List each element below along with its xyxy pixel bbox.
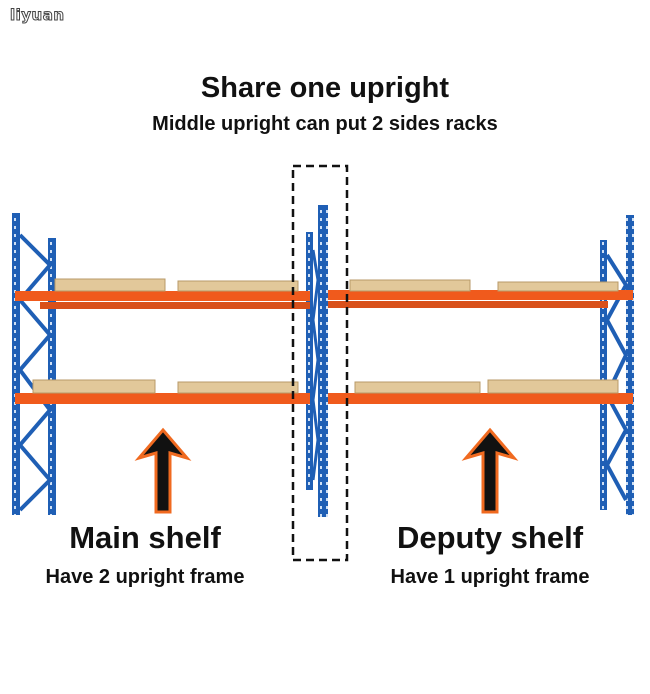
left-upright-frame	[12, 213, 56, 515]
arrow-up-icon-main	[134, 427, 192, 514]
brand-logo: liyuan	[10, 6, 65, 25]
page-title: Share one upright	[200, 72, 450, 104]
pallets	[32, 278, 619, 394]
right-upright-frame	[600, 215, 634, 515]
shared-upright-highlight	[291, 164, 349, 562]
beams	[15, 290, 633, 404]
main-shelf-label: Main shelf	[69, 520, 221, 555]
deputy-shelf-label: Deputy shelf	[396, 520, 584, 555]
middle-upright-frame	[306, 205, 328, 517]
main-shelf-desc: Have 2 upright frame	[45, 566, 245, 588]
arrow-up-icon-deputy	[461, 427, 519, 514]
deputy-shelf-desc: Have 1 upright frame	[390, 566, 590, 588]
page-subtitle: Middle upright can put 2 sides racks	[152, 113, 498, 135]
